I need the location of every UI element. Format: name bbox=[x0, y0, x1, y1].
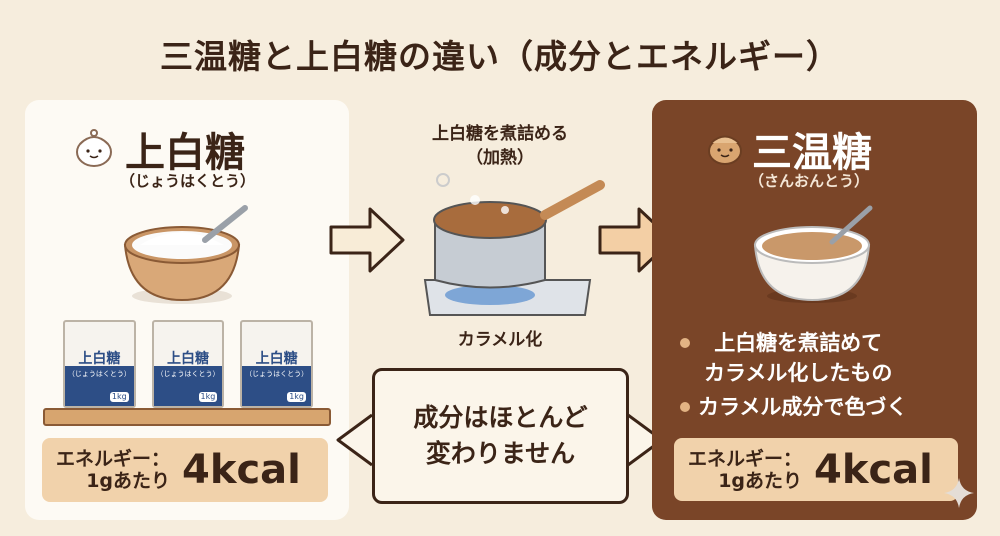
arrow-right-outline-icon bbox=[329, 207, 405, 273]
energy-value: 4kcal bbox=[814, 446, 933, 493]
caramelization-caption: カラメル化 bbox=[457, 330, 543, 350]
bag-label: 上白糖 bbox=[78, 351, 121, 367]
bag-weight: 1kg bbox=[198, 392, 218, 402]
bag-label: 上白糖 bbox=[255, 351, 298, 367]
sanontou-panel: 三温糖 （さんおんとう） 上白糖を煮詰めてカラメル化したもの カラメル成分で色づ… bbox=[652, 100, 977, 520]
energy-label: エネルギー：1gあたり bbox=[56, 448, 171, 492]
sugar-bag: 上白糖 （じょうはくとう） 1kg bbox=[63, 320, 136, 408]
bag-reading: （じょうはくとう） bbox=[245, 370, 309, 378]
sugar-bag-row: 上白糖 （じょうはくとう） 1kg 上白糖 （じょうはくとう） 1kg 上白糖 … bbox=[63, 320, 314, 408]
double-arrow-icon bbox=[336, 413, 664, 467]
sugar-bag: 上白糖 （じょうはくとう） 1kg bbox=[151, 320, 225, 408]
bag-label: 上白糖 bbox=[167, 351, 209, 367]
sugar-bag: 上白糖 （じょうはくとう） 1kg bbox=[240, 320, 314, 408]
bullet-item: カラメル成分で色づく bbox=[680, 392, 907, 422]
comparison-text-line2: 変わりません bbox=[425, 439, 576, 468]
sugar-pot-icon bbox=[76, 129, 112, 167]
brown-sugar-pot-icon bbox=[708, 135, 742, 165]
sanontou-bullets: 上白糖を煮詰めてカラメル化したもの カラメル成分で色づく bbox=[680, 328, 907, 422]
bag-weight: 1kg bbox=[109, 392, 129, 402]
joohakutou-panel: 上白糖 （じょうはくとう） 上白糖 （じょうはくとう） 1kg 上白糖 （じょう… bbox=[25, 100, 349, 520]
energy-label: エネルギー：1gあたり bbox=[688, 447, 803, 492]
joohakutou-reading: （じょうはくとう） bbox=[120, 172, 256, 190]
sparkle-icon bbox=[944, 478, 974, 508]
comparison-note: 成分はほとんど 変わりません bbox=[372, 368, 629, 504]
bullet-item: 上白糖を煮詰めてカラメル化したもの bbox=[680, 328, 907, 388]
sanontou-title: 三温糖 bbox=[752, 130, 872, 176]
bag-reading: （じょうはくとう） bbox=[156, 370, 220, 378]
joohakutou-energy-box: エネルギー：1gあたり 4kcal bbox=[42, 438, 328, 502]
process-label: 上白糖を煮詰める（加熱） bbox=[432, 124, 568, 168]
bag-reading: （じょうはくとう） bbox=[67, 370, 131, 378]
page-title: 三温糖と上白糖の違い（成分とエネルギー） bbox=[160, 37, 840, 76]
boiling-pot-illustration bbox=[423, 173, 605, 316]
wooden-shelf bbox=[43, 408, 331, 426]
white-sugar-bowl-illustration bbox=[123, 205, 248, 304]
sanontou-energy-box: エネルギー：1gあたり 4kcal bbox=[674, 438, 958, 501]
joohakutou-title: 上白糖 bbox=[125, 130, 245, 176]
sanontou-reading: （さんおんとう） bbox=[749, 172, 870, 190]
brown-sugar-bowl-illustration bbox=[753, 205, 873, 303]
comparison-text-line1: 成分はほとんど bbox=[413, 403, 588, 432]
energy-value: 4kcal bbox=[182, 447, 301, 493]
bag-weight: 1kg bbox=[287, 392, 307, 402]
